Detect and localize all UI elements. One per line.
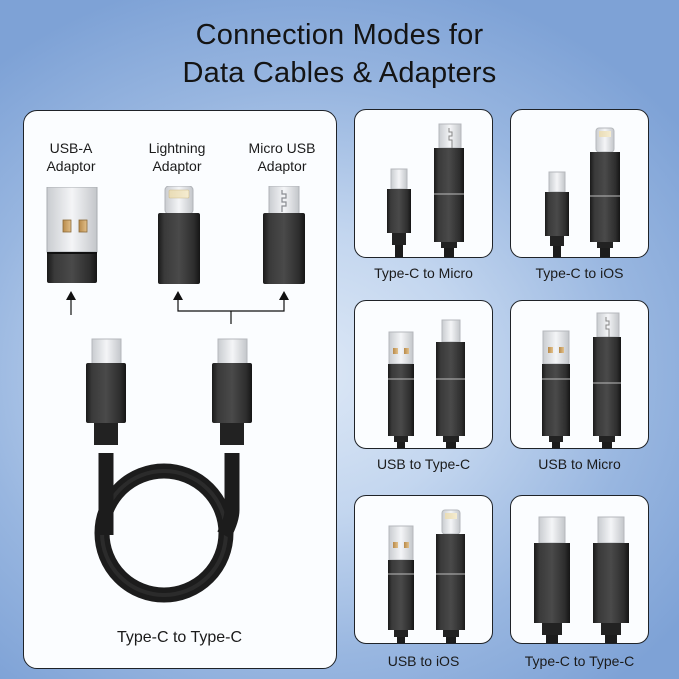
adaptor-panel: USB-A Adaptor Lightning Adaptor Micro US… [23, 110, 337, 669]
adaptor-label-line: Adaptor [46, 158, 96, 174]
adaptor-label-line: Lightning [148, 140, 206, 156]
usb-a-adaptor-icon [45, 187, 99, 283]
adaptor-label-line: Adaptor [257, 158, 307, 174]
mode-card-type-c-to-type-c [510, 495, 649, 644]
mode-label: Type-C to iOS [535, 265, 624, 281]
micro-usb-adaptor-icon [263, 186, 305, 284]
usb-to-micro-icon [542, 312, 621, 448]
adaptor-label-lightning: Lightning Adaptor [127, 139, 227, 175]
usb-to-ios-icon [388, 509, 465, 643]
mode-label: USB to Micro [538, 456, 621, 472]
usb-to-type-c-icon [388, 319, 465, 448]
title-line-1: Connection Modes for [195, 19, 484, 51]
adaptor-label-line: Adaptor [152, 158, 202, 174]
type-c-to-micro-icon [387, 123, 464, 257]
mode-card-usb-to-micro [510, 300, 649, 449]
mode-card-type-c-to-micro [354, 109, 493, 258]
page-title: Connection Modes for Data Cables & Adapt… [0, 16, 679, 92]
mode-label: USB to iOS [387, 653, 460, 669]
lightning-adaptor-icon [158, 186, 200, 284]
type-c-to-type-c-icon [534, 516, 629, 643]
title-line-2: Data Cables & Adapters [182, 57, 497, 89]
adaptor-label-usb-a: USB-A Adaptor [21, 139, 121, 175]
mode-card-usb-to-type-c [354, 300, 493, 449]
mode-label: Type-C to Micro [374, 265, 473, 281]
mode-card-type-c-to-ios [510, 109, 649, 258]
adaptor-label-line: USB-A [49, 140, 93, 156]
arrow-up-icon [64, 291, 78, 315]
mode-label: USB to Type-C [376, 456, 471, 472]
branch-arrow-icon [171, 291, 291, 325]
mode-card-usb-to-ios [354, 495, 493, 644]
type-c-cable-icon [84, 335, 274, 625]
type-c-to-ios-icon [545, 127, 620, 257]
adaptor-label-line: Micro USB [248, 140, 316, 156]
cable-label: Type-C to Type-C [116, 629, 243, 646]
adaptor-label-micro-usb: Micro USB Adaptor [232, 139, 332, 175]
mode-label: Type-C to Type-C [524, 653, 635, 669]
